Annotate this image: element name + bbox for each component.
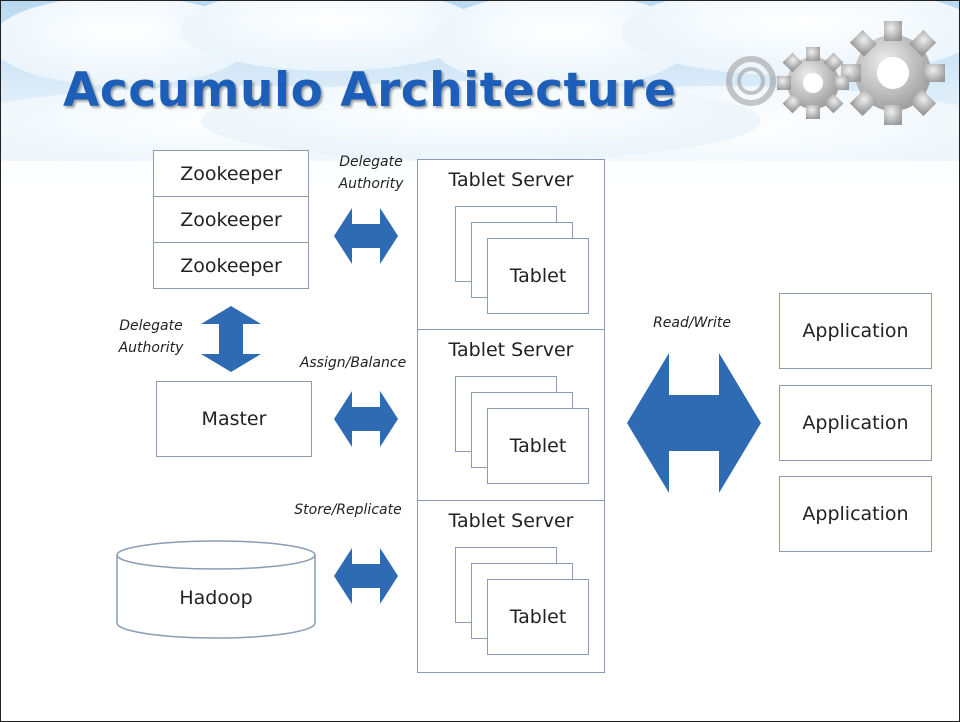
tablet-server-label: Tablet Server (448, 169, 574, 191)
tablet-server-label: Tablet Server (448, 510, 574, 532)
master-box: Master (156, 381, 312, 457)
tablet-card-front: Tablet (487, 238, 589, 314)
hadoop-cylinder (116, 540, 316, 639)
application-box-2: Application (779, 385, 932, 461)
application-box-3: Application (779, 476, 932, 552)
double-arrow-app-tablet (627, 353, 761, 493)
double-arrow-zk-master (201, 306, 261, 372)
edge-label-line: Authority (118, 340, 184, 356)
tablet-server-1: Tablet Server Tablet (417, 159, 605, 330)
tablet-server-3: Tablet Server Tablet (417, 500, 605, 673)
double-arrow-zk-tablet (334, 208, 398, 264)
zookeeper-box-1: Zookeeper (153, 150, 309, 197)
edge-label-zk-master: Delegate Authority (109, 315, 193, 359)
edge-label-master-tablet: Assign/Balance (299, 355, 407, 371)
zookeeper-box-3: Zookeeper (153, 242, 309, 289)
double-arrow-master-tablet (334, 391, 398, 447)
tablet-server-2: Tablet Server Tablet (417, 329, 605, 501)
tablet-server-label: Tablet Server (448, 339, 574, 361)
zookeeper-box-2: Zookeeper (153, 196, 309, 243)
double-arrow-hadoop-tablet (334, 548, 398, 604)
hadoop-label: Hadoop (179, 587, 253, 609)
edge-label-app-tablet: Read/Write (653, 315, 731, 331)
edge-label-line: Delegate (339, 154, 403, 170)
edge-label-line: Delegate (119, 318, 183, 334)
tablet-card-front: Tablet (487, 579, 589, 655)
edge-label-hadoop-tablet: Store/Replicate (294, 502, 402, 518)
edge-label-line: Authority (338, 176, 404, 192)
edge-label-zk-tablet: Delegate Authority (331, 151, 411, 195)
gears-icon (726, 21, 945, 125)
slide-title: Accumulo Architecture (63, 63, 677, 118)
tablet-card-front: Tablet (487, 408, 589, 484)
application-box-1: Application (779, 293, 932, 369)
